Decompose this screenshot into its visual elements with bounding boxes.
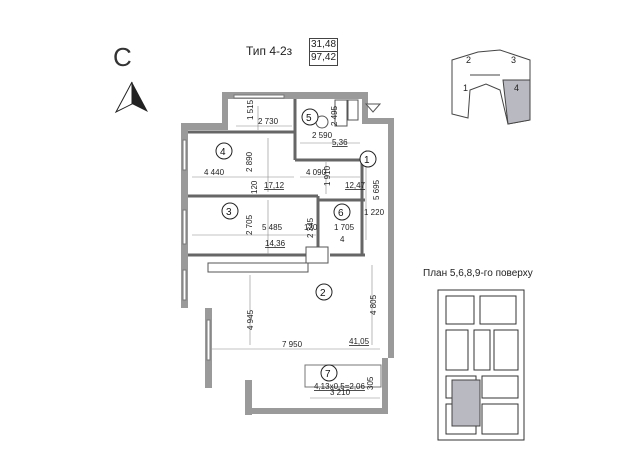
room-markers xyxy=(215,108,377,382)
dim-1705: 1 705 xyxy=(334,223,355,232)
dim-2705: 2 705 xyxy=(245,214,254,235)
dim-2495: 2 495 xyxy=(330,105,339,126)
dim-305: 305 xyxy=(366,376,375,390)
key-section-4: 4 xyxy=(514,83,519,93)
room-3-number: 3 xyxy=(226,207,232,218)
dim-2345: 2 345 xyxy=(306,217,315,238)
dim-4440: 4 440 xyxy=(204,168,225,177)
room-7-area: 4,13x0,5=2,06 xyxy=(314,382,365,391)
key-plan xyxy=(451,49,531,125)
bath-fixtures xyxy=(315,99,382,129)
dim-1910: 1 910 xyxy=(323,165,332,186)
floor-overview-highlight xyxy=(451,379,481,427)
key-section-1: 1 xyxy=(463,83,468,93)
dim-2730: 2 730 xyxy=(258,117,279,126)
room-1-area: 12,47 xyxy=(345,181,366,190)
dimension-lines xyxy=(192,106,380,399)
dim-1220: 1 220 xyxy=(364,208,385,217)
room-2-number: 2 xyxy=(320,288,326,299)
room-5-number: 5 xyxy=(306,113,312,124)
key-section-3: 3 xyxy=(511,55,516,65)
dim-2590: 2 590 xyxy=(312,131,333,140)
dim-120-b: 120 xyxy=(304,223,318,232)
dim-1515: 1 515 xyxy=(246,99,255,120)
living-area: 31,48 xyxy=(310,39,337,50)
dim-4945: 4 945 xyxy=(246,309,255,330)
room-2-area: 41,05 xyxy=(349,337,370,346)
room-7-number: 7 xyxy=(325,369,331,380)
room-6-area: 4 xyxy=(340,235,345,244)
room-6-number: 6 xyxy=(338,208,344,219)
plan-type-label: Тип 4-2з xyxy=(246,44,293,58)
floor-caption: План 5,6,8,9-го поверху xyxy=(423,268,533,279)
interior-walls xyxy=(188,99,365,257)
compass-letter: С xyxy=(113,42,132,72)
dim-4090: 4 090 xyxy=(306,168,327,177)
kitchen-counter xyxy=(207,246,329,273)
key-section-2: 2 xyxy=(466,55,471,65)
dim-2890: 2 890 xyxy=(245,151,254,172)
room-1-number: 1 xyxy=(364,155,370,166)
north-arrow-icon xyxy=(114,81,148,114)
total-area: 97,42 xyxy=(310,51,337,63)
room-4-area: 17,12 xyxy=(264,181,285,190)
room-3-area: 14,36 xyxy=(265,239,286,248)
dim-5695: 5 695 xyxy=(372,179,381,200)
dim-120-a: 120 xyxy=(250,180,259,194)
dim-3210: 3 210 xyxy=(330,388,351,397)
key-plan-highlight xyxy=(502,79,531,125)
room-4-number: 4 xyxy=(220,147,226,158)
dim-4805: 4 805 xyxy=(369,294,378,315)
dim-7950: 7 950 xyxy=(282,340,303,349)
area-box: 31,48 97,42 xyxy=(309,38,338,66)
dim-5485: 5 485 xyxy=(262,223,283,232)
floor-overview xyxy=(437,289,525,441)
room-5-area: 5,36 xyxy=(332,138,348,147)
